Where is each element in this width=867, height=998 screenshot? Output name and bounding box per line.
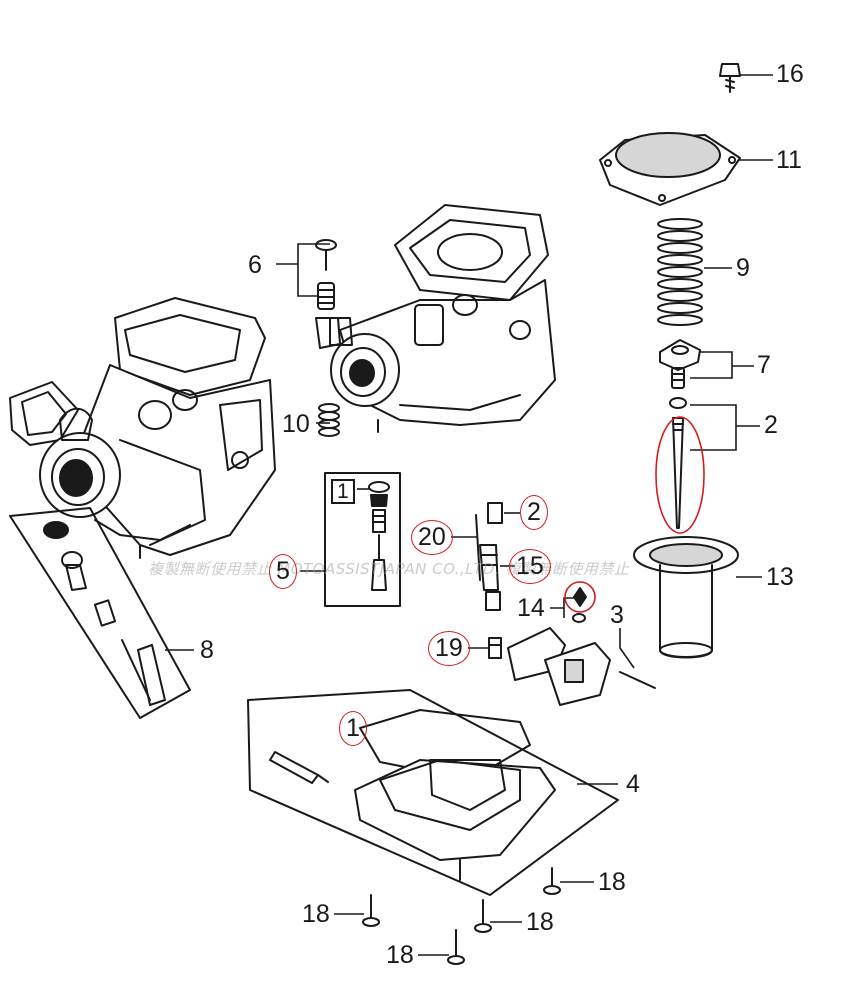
- callout-18-center: 18: [526, 908, 554, 936]
- jet-parts: [475, 502, 503, 611]
- screw-18-center: [474, 899, 492, 933]
- callout-2-jet: 2: [520, 495, 548, 530]
- parts-group-panel-8: [9, 507, 191, 719]
- spring-10: [318, 403, 340, 437]
- diaphragm-13: [633, 536, 739, 659]
- callout-19: 19: [428, 631, 470, 666]
- carburetor-body-left: [9, 297, 276, 559]
- float-valve-highlight-ring: [564, 581, 596, 613]
- callout-18-left: 18: [302, 900, 330, 928]
- float-bowl-panel-4: [247, 689, 619, 896]
- callout-8: 8: [200, 636, 214, 664]
- screw-16: [719, 63, 741, 93]
- watermark-text: 複製無断使用禁止 MOTOASSISTJAPAN CO.,LTD. 複製無断使用…: [148, 560, 630, 578]
- callout-18-right: 18: [598, 868, 626, 896]
- callout-6: 6: [248, 251, 262, 279]
- callout-1-gasket: 1: [339, 711, 367, 746]
- callout-18-bottom: 18: [386, 941, 414, 969]
- callout-11: 11: [776, 146, 802, 174]
- callout-13: 13: [766, 563, 794, 591]
- callout-9: 9: [736, 254, 750, 282]
- screw-18-right: [543, 867, 561, 895]
- float-assembly: [507, 627, 656, 706]
- callout-15: 15: [509, 549, 551, 584]
- pilot-screw-6: [315, 239, 341, 349]
- callout-1-boxed: 1: [331, 479, 355, 504]
- callout-2-needle: 2: [764, 411, 778, 439]
- callout-7: 7: [757, 351, 771, 379]
- needle-highlight-ring: [655, 416, 705, 534]
- float-valve-14: [572, 587, 587, 623]
- callout-20: 20: [411, 520, 453, 555]
- screw-18-left: [362, 894, 380, 927]
- callout-5: 5: [269, 554, 297, 589]
- parts-group-box-5: [324, 472, 401, 607]
- main-jet-19: [488, 637, 502, 659]
- callout-3: 3: [610, 601, 624, 629]
- spring-9: [657, 218, 703, 326]
- leader-lines: [165, 74, 773, 956]
- callout-14: 14: [517, 594, 545, 622]
- callout-4: 4: [626, 770, 640, 798]
- screw-18-bottom: [447, 929, 465, 965]
- top-cover-11: [599, 132, 741, 206]
- needle-holder-7: [659, 339, 701, 389]
- jet-needle-2: [669, 397, 687, 529]
- callout-10: 10: [282, 410, 310, 438]
- callout-16: 16: [776, 60, 804, 88]
- carburetor-body-center: [329, 204, 556, 433]
